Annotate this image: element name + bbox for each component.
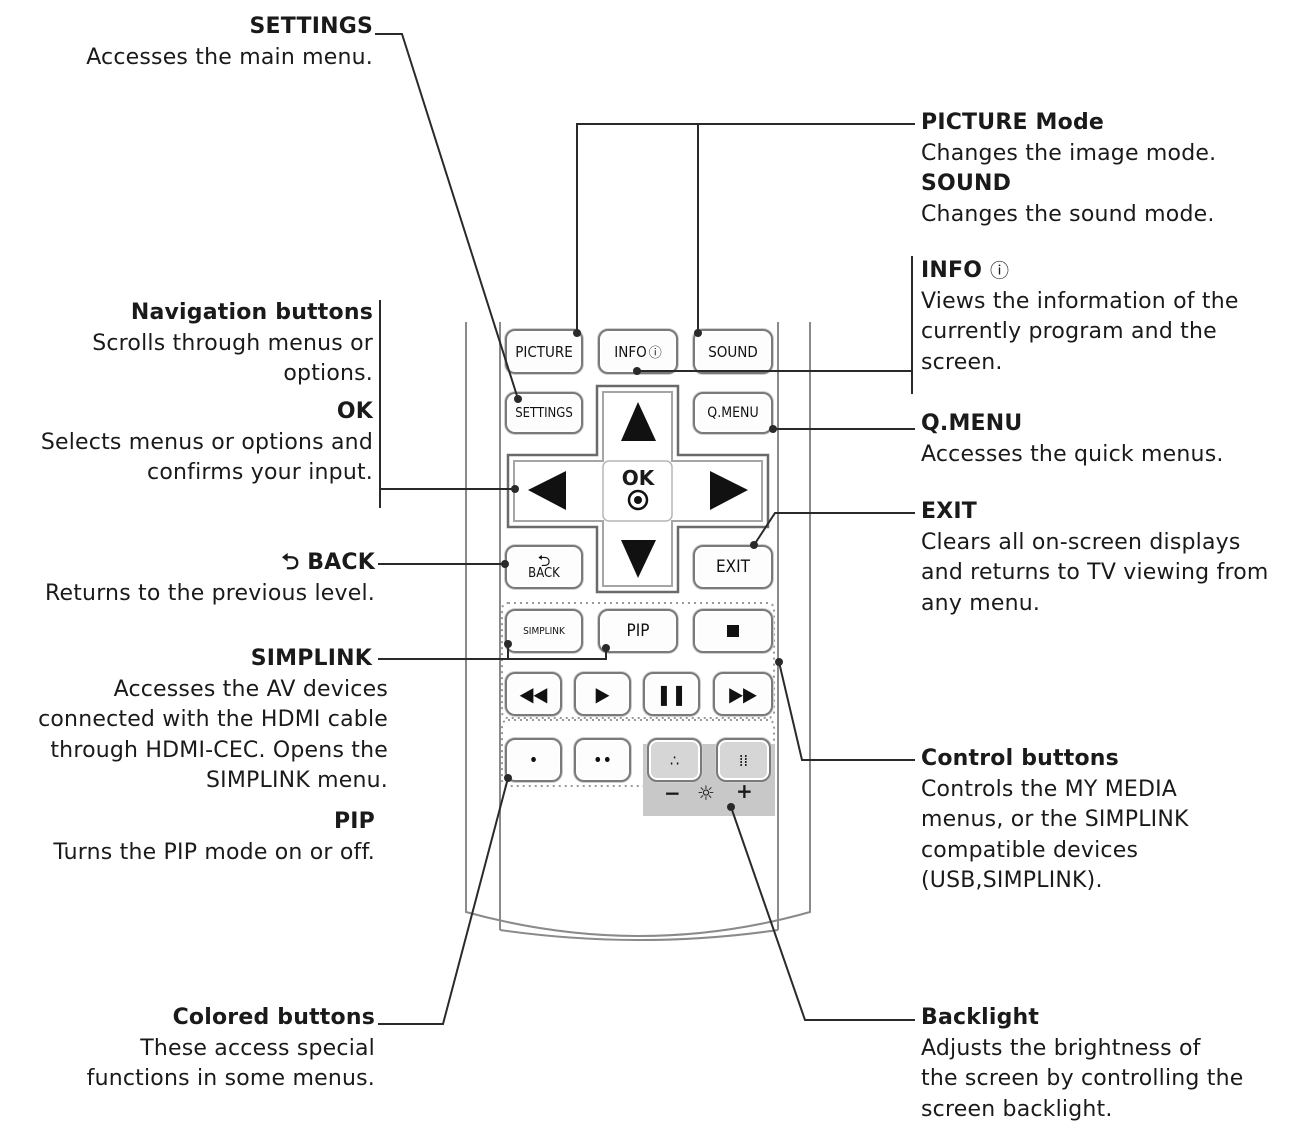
callout-qmenu: Q.MENU Accesses the quick menus. — [921, 409, 1224, 470]
callout-exit: EXIT Clears all on-screen displays and r… — [921, 497, 1269, 619]
colored-title: Colored buttons — [172, 1005, 375, 1030]
ok-desc: Selects menus or options and confirms yo… — [40, 429, 373, 486]
info-button-label: INFO — [614, 342, 647, 361]
callout-navigation: Navigation buttons Scrolls through menus… — [92, 298, 373, 390]
simplink-title: SIMPLINK — [250, 646, 372, 671]
navigation-title: Navigation buttons — [130, 300, 373, 325]
callout-pip: PIP Turns the PIP mode on or off. — [53, 807, 375, 868]
back-button-label: BACK — [528, 566, 560, 581]
callout-control: Control buttons Controls the MY MEDIA me… — [921, 744, 1189, 897]
callout-back: ⮌ BACK Returns to the previous level. — [45, 548, 375, 609]
callout-ok: OK Selects menus or options and confirms… — [41, 397, 373, 489]
navigation-desc: Scrolls through menus or options. — [92, 330, 373, 387]
info-circle-icon: ⓘ — [990, 260, 1010, 282]
info-circle-icon: ⓘ — [648, 346, 662, 361]
fast-forward-icon: ▶▶ — [729, 682, 757, 706]
exit-title: EXIT — [921, 499, 977, 524]
one-dot-icon: • — [528, 749, 539, 771]
rewind-button[interactable]: ◀◀ — [505, 672, 562, 716]
pip-button[interactable]: PIP — [598, 609, 678, 653]
callout-backlight: Backlight Adjusts the brightness of the … — [921, 1003, 1244, 1125]
back-button[interactable]: ⮌ BACK — [505, 545, 583, 589]
colored-desc: These access special functions in some m… — [86, 1035, 375, 1092]
ok-button[interactable]: OK — [621, 466, 655, 490]
pip-title: PIP — [333, 809, 375, 834]
backlight-desc: Adjusts the brightness of the screen by … — [921, 1035, 1244, 1122]
settings-desc: Accesses the main menu. — [86, 44, 373, 70]
back-title: BACK — [307, 550, 375, 575]
stop-icon — [727, 625, 739, 637]
arrow-left-icon — [528, 471, 566, 510]
play-icon: ▶ — [595, 682, 610, 706]
pause-icon: ❚❚ — [656, 682, 687, 706]
play-button[interactable]: ▶ — [574, 672, 631, 716]
picture-mode-title: PICTURE Mode — [921, 110, 1105, 135]
backlight-plus[interactable]: + — [736, 779, 753, 803]
stop-button[interactable] — [693, 609, 773, 653]
arrow-right-icon — [710, 471, 748, 510]
callout-info: INFO ⓘ Views the information of the curr… — [921, 256, 1239, 378]
callout-settings: SETTINGS Accesses the main menu. — [86, 12, 373, 73]
callout-simplink: SIMPLINK Accesses the AV devices connect… — [38, 644, 388, 797]
fast-forward-button[interactable]: ▶▶ — [713, 672, 773, 716]
sound-title: SOUND — [921, 171, 1012, 196]
ok-title: OK — [336, 399, 373, 424]
control-title: Control buttons — [921, 746, 1119, 771]
info-title-row: INFO ⓘ — [921, 256, 1239, 287]
rewind-icon: ◀◀ — [519, 682, 548, 706]
arrow-down-icon — [621, 540, 656, 578]
sound-desc: Changes the sound mode. — [921, 201, 1215, 227]
color-button-4[interactable]: ⁞⁞ — [716, 738, 771, 782]
back-title-row: ⮌ BACK — [45, 548, 375, 579]
color-button-3[interactable]: ∴ — [647, 738, 702, 782]
simplink-button[interactable]: SIMPLINK — [505, 609, 583, 653]
callout-picture-mode: PICTURE Mode Changes the image mode. SOU… — [921, 108, 1216, 230]
pip-desc: Turns the PIP mode on or off. — [53, 839, 375, 865]
exit-desc: Clears all on-screen displays and return… — [921, 529, 1269, 616]
qmenu-title: Q.MENU — [921, 411, 1023, 436]
exit-button[interactable]: EXIT — [693, 545, 773, 589]
sound-button[interactable]: SOUND — [693, 329, 773, 374]
settings-button[interactable]: SETTINGS — [505, 392, 583, 434]
back-desc: Returns to the previous level. — [45, 580, 375, 606]
color-button-2[interactable]: •• — [574, 738, 631, 782]
simplink-desc: Accesses the AV devices connected with t… — [38, 676, 388, 794]
picture-mode-desc: Changes the image mode. — [921, 140, 1217, 166]
callout-colored: Colored buttons These access special fun… — [87, 1003, 375, 1095]
two-dots-icon: •• — [592, 749, 613, 771]
back-arrow-icon: ⮌ — [537, 551, 551, 570]
settings-title: SETTINGS — [249, 14, 373, 39]
pause-button[interactable]: ❚❚ — [643, 672, 700, 716]
qmenu-button[interactable]: Q.MENU — [693, 392, 773, 434]
picture-button[interactable]: PICTURE — [505, 329, 583, 374]
four-dots-icon: ⁞⁞ — [738, 750, 749, 770]
info-desc: Views the information of the currently p… — [921, 288, 1239, 375]
sun-icon: ☼ — [697, 781, 715, 805]
back-arrow-icon: ⮌ — [281, 550, 308, 575]
color-button-1[interactable]: • — [505, 738, 562, 782]
backlight-minus[interactable]: − — [664, 781, 681, 805]
backlight-title: Backlight — [921, 1005, 1040, 1030]
arrow-up-icon — [621, 402, 656, 441]
info-title: INFO — [921, 258, 983, 283]
three-dots-icon: ∴ — [669, 750, 680, 770]
qmenu-desc: Accesses the quick menus. — [921, 441, 1224, 467]
control-desc: Controls the MY MEDIA menus, or the SIMP… — [921, 776, 1189, 894]
